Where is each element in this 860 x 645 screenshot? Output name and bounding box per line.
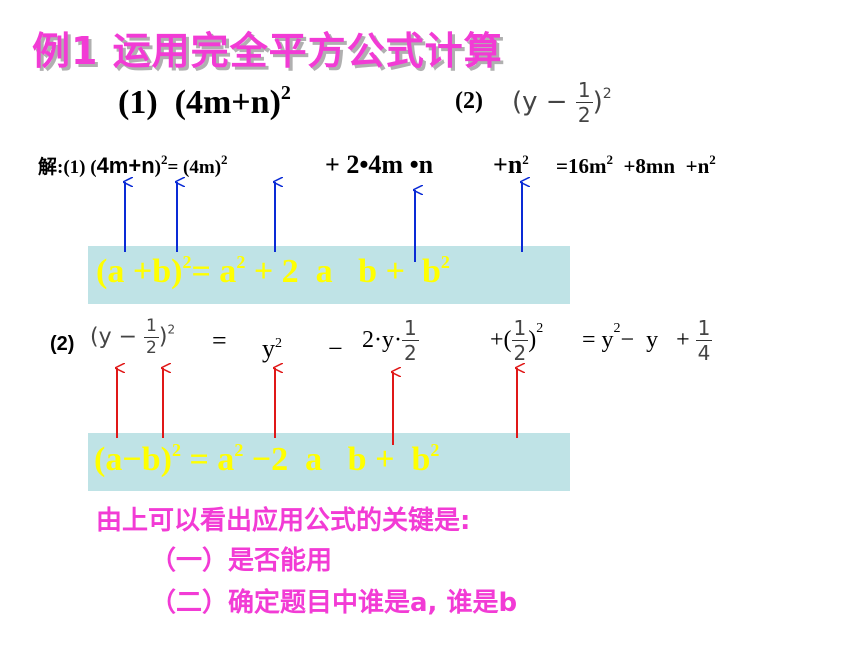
- solution-1-term3: +n2: [493, 150, 529, 179]
- page-title: 例1 运用完全平方公式计算: [32, 29, 503, 73]
- problem-2-close: ): [592, 87, 603, 117]
- solution-2-label: (2): [50, 333, 75, 355]
- problem-2: (2): [455, 88, 483, 115]
- solution-1-expr: 4m+n: [96, 153, 155, 178]
- problem-1: (1) (4m+n)2: [118, 82, 291, 122]
- formula-band-2: [88, 433, 570, 491]
- solution-2-term1: y2: [262, 334, 282, 363]
- problem-1-exp: 2: [280, 82, 291, 104]
- solution-2-eq: =: [212, 326, 227, 355]
- problem-2-lhs: (y −: [512, 87, 576, 117]
- solution-1-eq: = (4m): [167, 157, 222, 178]
- conclusion-line-1: 由上可以看出应用公式的关键是:: [96, 506, 471, 536]
- solution-2-minus: −: [328, 334, 343, 363]
- solution-1-result: =16m2 +8mn +n2: [556, 152, 716, 178]
- blue-arrows: [125, 182, 522, 262]
- problem-1-expr: (4m+n): [174, 84, 281, 121]
- solution-1-term2: + 2•4m •n: [325, 150, 434, 179]
- conclusion-line-3: （二）确定题目中谁是a, 谁是b: [150, 588, 518, 618]
- solution-1-line: 解:(1) (4m+n)2= (4m)2: [38, 152, 228, 178]
- problem-2-exp: 2: [602, 86, 612, 102]
- solution-1-prefix: 解:(1) (: [38, 157, 97, 178]
- red-arrows: [117, 368, 517, 445]
- problem-1-label: (1): [118, 84, 158, 121]
- formula-1: (a +b)2= a2 + 2 a b + b2: [96, 252, 450, 290]
- conclusion-line-2: （一）是否能用: [150, 546, 333, 576]
- problem-2-label: (2): [455, 88, 483, 114]
- formula-band-1: [88, 246, 570, 304]
- formula-2: (a−b)2 = a2 −2 a b + b2: [94, 440, 440, 478]
